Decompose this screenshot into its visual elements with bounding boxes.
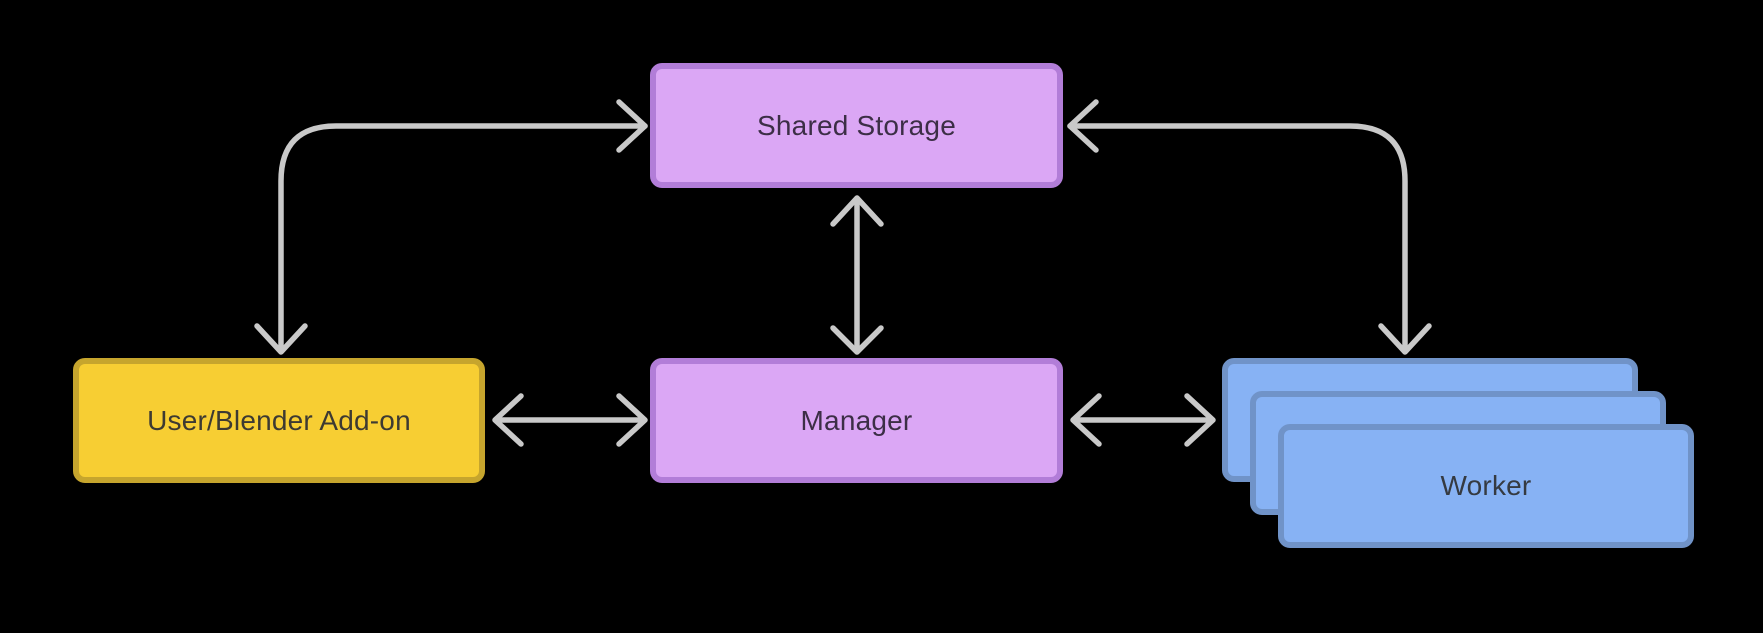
arrowhead-left-icon xyxy=(1070,393,1102,447)
arrowhead-down-icon xyxy=(254,323,308,355)
edge-user-addon-to-shared-storage xyxy=(254,99,648,355)
edge-group xyxy=(254,99,1432,447)
node-worker: Worker xyxy=(1278,424,1694,548)
node-user-blender-addon: User/Blender Add-on xyxy=(73,358,485,483)
node-shared-storage: Shared Storage xyxy=(650,63,1063,188)
arrowhead-right-icon xyxy=(616,393,648,447)
node-manager-label: Manager xyxy=(800,404,913,436)
arrowhead-down-icon xyxy=(1378,323,1432,355)
edge-line xyxy=(1067,123,1408,353)
arrowhead-right-icon xyxy=(616,99,648,153)
edge-shared-storage-to-worker xyxy=(1067,99,1432,355)
node-user-blender-addon-label: User/Blender Add-on xyxy=(147,404,411,436)
node-worker-label: Worker xyxy=(1440,470,1532,501)
arrowhead-right-icon xyxy=(1184,393,1216,447)
arrowhead-down-icon xyxy=(830,325,884,355)
edge-manager-to-worker xyxy=(1070,393,1216,447)
node-shared-storage-label: Shared Storage xyxy=(757,109,956,141)
edge-user-addon-to-manager xyxy=(492,393,648,447)
arrowhead-up-icon xyxy=(830,195,884,227)
arrowhead-left-icon xyxy=(1067,99,1099,153)
arrowhead-left-icon xyxy=(492,393,524,447)
node-manager: Manager xyxy=(650,358,1063,483)
edge-line xyxy=(278,123,648,353)
edge-shared-storage-to-manager xyxy=(830,195,884,355)
